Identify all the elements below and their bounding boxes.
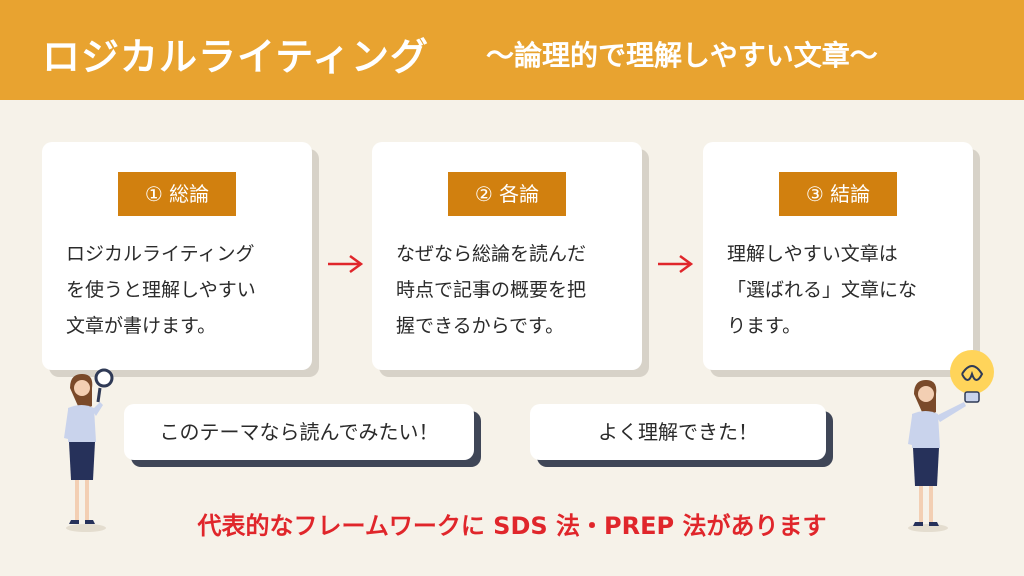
magnifier-icon xyxy=(94,368,114,403)
header-band: ロジカルライティング ～論理的で理解しやすい文章～ xyxy=(0,0,1024,100)
card-text: ロジカルライティング を使うと理解しやすい 文章が書けます。 xyxy=(66,236,294,344)
page-title: ロジカルライティング xyxy=(42,35,429,79)
speech-bubble-right: よく理解できた！ xyxy=(530,404,826,460)
speech-bubble-text: よく理解できた！ xyxy=(598,420,758,444)
arrow-right-icon xyxy=(328,254,364,274)
card-line: ロジカルライティング xyxy=(66,243,255,265)
card-line: 握できるからです。 xyxy=(396,315,565,337)
card-details: ② 各論 なぜなら総論を読んだ 時点で記事の概要を把 握できるからです。 xyxy=(372,142,642,370)
framework-note: 代表的なフレームワークに SDS 法・PREP 法があります xyxy=(197,512,827,540)
card-line: 時点で記事の概要を把 xyxy=(396,279,587,301)
card-line: 理解しやすい文章は xyxy=(727,243,898,265)
card-overview: ① 総論 ロジカルライティング を使うと理解しやすい 文章が書けます。 xyxy=(42,142,312,370)
card-text: 理解しやすい文章は 「選ばれる」文章にな ります。 xyxy=(727,236,955,344)
card-badge: ② 各論 xyxy=(448,172,566,216)
card-line: ります。 xyxy=(727,315,802,337)
lightbulb-icon xyxy=(950,350,994,403)
card-conclusion: ③ 結論 理解しやすい文章は 「選ばれる」文章にな ります。 xyxy=(703,142,973,370)
card-line: 文章が書けます。 xyxy=(66,315,217,337)
card-badge: ③ 結論 xyxy=(779,172,897,216)
card-text: なぜなら総論を読んだ 時点で記事の概要を把 握できるからです。 xyxy=(396,236,624,344)
speech-bubble-left: このテーマなら読んでみたい！ xyxy=(124,404,474,460)
card-line: なぜなら総論を読んだ xyxy=(396,243,587,265)
card-line: を使うと理解しやすい xyxy=(66,279,256,301)
woman-with-lightbulb-illustration xyxy=(908,350,994,532)
card-line: 「選ばれる」文章にな xyxy=(727,279,918,301)
woman-with-magnifier-illustration xyxy=(64,368,114,532)
arrow-right-icon xyxy=(658,254,694,274)
card-badge: ① 総論 xyxy=(118,172,236,216)
page-subtitle: ～論理的で理解しやすい文章～ xyxy=(486,39,878,72)
speech-bubble-text: このテーマなら読んでみたい！ xyxy=(159,420,439,444)
